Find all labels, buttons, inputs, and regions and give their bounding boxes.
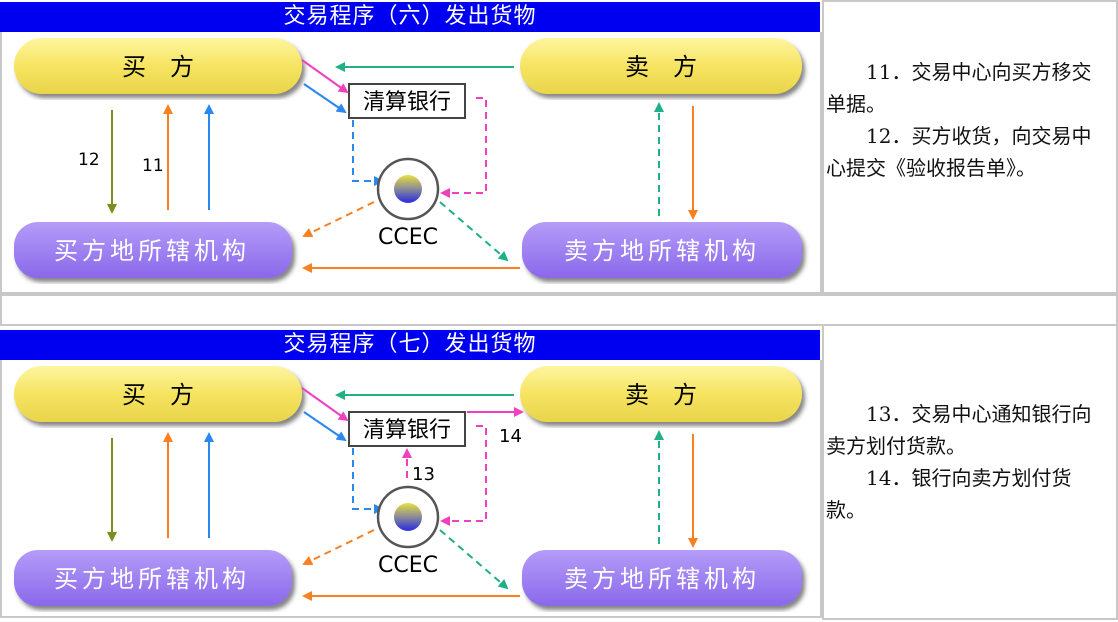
arrow-ccec-to-buyer-office — [302, 201, 375, 238]
panel-title: 交易程序（七）发出货物 — [0, 330, 820, 360]
seller-office-label: 卖方地所辖机构 — [564, 565, 760, 593]
arrow-bank-to-ccec-pink — [440, 97, 487, 198]
arrow-buyer-to-bank-pink — [301, 59, 349, 94]
step-label-14: 14 — [499, 426, 522, 447]
buyer-label: 买 方 — [122, 381, 194, 409]
seller-office-label: 卖方地所辖机构 — [564, 237, 760, 265]
seller-box — [520, 366, 802, 422]
flow-diagram: 买 方 卖 方 买方地所辖机构 卖方地所辖机构 清算银行 CCEC 13 14 — [14, 366, 802, 606]
buyer-office-label: 买方地所辖机构 — [54, 565, 250, 593]
description-line: 13．交易中心通知银行向卖方划付货款。 — [826, 402, 1092, 458]
arrow-ccec-to-buyer-office — [302, 529, 375, 566]
clearing-bank-label: 清算银行 — [363, 90, 451, 115]
buyer-office-box — [14, 222, 292, 278]
arrow-ccec-to-seller-office — [439, 529, 509, 590]
step-description: 11．交易中心向买方移交单据。 12．买方收货，向交易中心提交《验收报告单》。 — [822, 0, 1118, 294]
arrow-bank-to-ccec-blue — [352, 120, 384, 186]
step-label-11: 11 — [142, 156, 164, 176]
clearing-bank-box — [348, 411, 466, 447]
description-line: 11．交易中心向买方移交单据。 — [826, 60, 1092, 116]
buyer-office-label: 买方地所辖机构 — [54, 237, 250, 265]
description-line: 12．买方收货，向交易中心提交《验收报告单》。 — [826, 124, 1092, 180]
buyer-label: 买 方 — [122, 53, 194, 81]
ccec-globe-icon — [394, 503, 422, 531]
seller-office-box — [522, 550, 802, 606]
panel-title: 交易程序（六）发出货物 — [0, 2, 820, 32]
arrow-ccec-to-seller-office — [439, 201, 509, 262]
arrow-buyer-to-bank-pink — [301, 387, 349, 422]
ccec-globe-icon — [394, 175, 422, 203]
arrow-bank-to-ccec-pink — [440, 425, 487, 526]
arrow-buyer-to-bank-blue — [303, 83, 347, 114]
buyer-office-box — [14, 550, 292, 606]
buyer-box — [14, 366, 302, 422]
clearing-bank-label: 清算银行 — [363, 418, 451, 443]
flow-diagram: 买 方 卖 方 买方地所辖机构 卖方地所辖机构 清算银行 CCEC 12 11 — [14, 38, 802, 278]
buyer-box — [14, 38, 302, 94]
arrow-bank-to-ccec-blue — [352, 448, 384, 514]
spacer-row — [0, 294, 1118, 326]
seller-office-box — [522, 222, 802, 278]
seller-box — [520, 38, 802, 94]
seller-label: 卖 方 — [625, 381, 697, 409]
description-line: 14．银行向卖方划付货款。 — [826, 466, 1072, 522]
arrow-buyer-to-bank-blue — [303, 411, 347, 442]
step-description: 13．交易中心通知银行向卖方划付货款。 14．银行向卖方划付货款。 — [822, 324, 1118, 620]
ccec-label: CCEC — [378, 553, 438, 578]
clearing-bank-box — [348, 83, 466, 119]
step-label-12: 12 — [78, 150, 100, 170]
seller-label: 卖 方 — [625, 53, 697, 81]
ccec-label: CCEC — [378, 225, 438, 250]
step-label-13: 13 — [412, 464, 435, 485]
